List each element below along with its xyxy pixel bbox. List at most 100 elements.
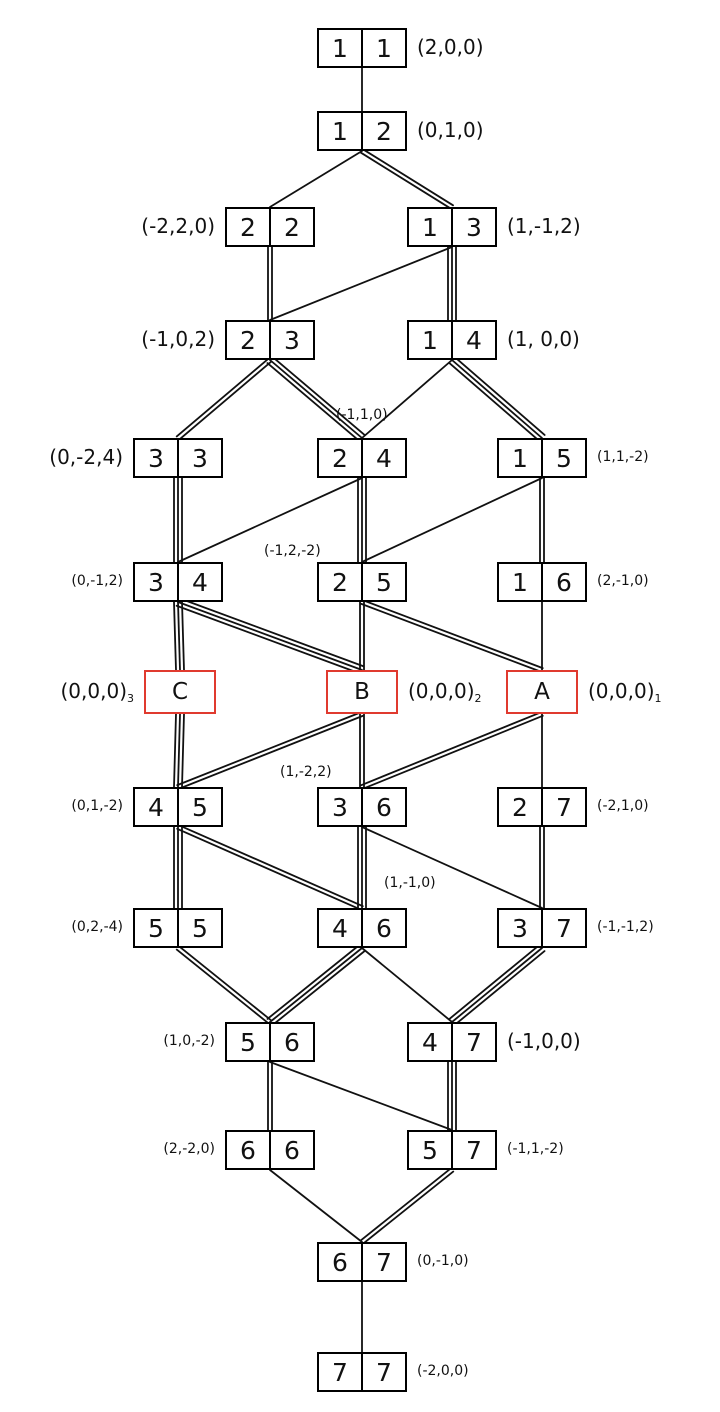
weight-label-text: (-1,2,-2)	[264, 543, 321, 559]
node-cell-b: 7	[451, 1024, 495, 1060]
node-cell-a: 3	[148, 443, 164, 473]
node-cell-b: 5	[177, 910, 221, 946]
edge-n46-n47	[361, 947, 453, 1023]
weight-label-n45: (0,1,-2)	[71, 799, 123, 813]
edge-n34-C	[173, 601, 177, 672]
edge-B-n45	[176, 711, 363, 787]
weight-label-n47: (-1,0,0)	[507, 1031, 581, 1051]
weight-label-text: (2,0,0)	[417, 35, 484, 59]
node-cell-a: 2	[240, 325, 256, 355]
edge-n14-n15	[451, 359, 543, 439]
edge-n15-n25	[361, 477, 543, 563]
weight-label-n15: (1,1,-2)	[597, 450, 649, 464]
node-cell-a: 2	[332, 567, 348, 597]
weight-label-n22: (-2,2,0)	[141, 216, 215, 236]
node-cell-b: 3	[451, 209, 495, 245]
weight-label-text: (0,1,-2)	[71, 798, 123, 814]
weight-label-n77: (-2,0,0)	[417, 1364, 469, 1378]
weight-label-n24: (-1,1,0)	[336, 408, 388, 422]
node-cell-a: 2	[512, 792, 528, 822]
edge-n23-n24	[266, 362, 361, 442]
weight-label-text: (-2,2,0)	[141, 214, 215, 238]
node-cell-a: 1	[422, 325, 438, 355]
weight-label-text: (-1,0,0)	[507, 1029, 581, 1053]
weight-label-n14: (1, 0,0)	[507, 329, 580, 349]
weight-label-n12: (0,1,0)	[417, 120, 484, 140]
edge-n25-A	[360, 602, 543, 673]
weight-label-text: (0,0,0)	[60, 679, 128, 703]
weight-label-B: (0,0,0)2	[408, 681, 482, 704]
weight-label-text: (-1,1,-2)	[507, 1141, 564, 1157]
weight-node-C: C	[144, 670, 216, 714]
edge-A-n36	[360, 711, 543, 787]
edge-n34-B	[175, 604, 362, 675]
node-cell-b: 5	[177, 789, 221, 825]
edge-n45-n46	[176, 827, 363, 911]
weight-label-n25: (-1,2,-2)	[264, 544, 321, 558]
edge-n57-n67	[359, 1167, 452, 1242]
edge-n36-n37	[361, 826, 543, 909]
node-cell-a: 2	[332, 443, 348, 473]
weight-label-text: (2,-1,0)	[597, 573, 649, 589]
node-cell-a: 1	[512, 443, 528, 473]
multiplicity-subscript: 1	[654, 692, 662, 705]
node-cell-b: 7	[451, 1132, 495, 1168]
weight-label-n67: (0,-1,0)	[417, 1254, 469, 1268]
edge-n13-n23	[269, 246, 453, 321]
weight-label-text: (0,1,0)	[417, 118, 484, 142]
edge-n66-n67	[269, 1169, 363, 1243]
weight-label-n36: (1,-2,2)	[280, 765, 332, 779]
edge-n34-C	[181, 600, 185, 671]
edge-n14-n15	[453, 356, 546, 436]
weight-label-n66: (2,-2,0)	[163, 1142, 215, 1156]
edge-n34-C	[177, 601, 181, 671]
weight-label-text: (1,1,-2)	[597, 449, 649, 465]
node-cell-a: 1	[422, 212, 438, 242]
weight-label-text: (0,0,0)	[588, 679, 655, 703]
edge-C-n45	[173, 712, 177, 788]
weight-label-C: (0,0,0)3	[61, 681, 135, 704]
weight-label-n27: (-2,1,0)	[597, 799, 649, 813]
weight-label-n11: (2,0,0)	[417, 37, 484, 57]
weight-label-text: (0,-1,0)	[417, 1253, 469, 1269]
node-cell-b: 3	[177, 440, 221, 476]
edge-n57-n67	[362, 1170, 455, 1245]
edge-n37-n47	[451, 947, 543, 1023]
edge-n37-n47	[448, 944, 541, 1020]
node-cell-b: 7	[361, 1244, 405, 1280]
edge-B-n45	[177, 714, 364, 790]
weight-node-A: A	[506, 670, 578, 714]
weight-label-text: (1,-1,2)	[507, 214, 581, 238]
edge-C-n45	[181, 713, 185, 789]
edge-n14-n24	[361, 359, 453, 439]
node-cell-b: 7	[541, 789, 585, 825]
weight-label-text: (-1,0,2)	[141, 327, 215, 351]
weight-label-n33: (0,-2,4)	[49, 447, 123, 467]
weight-label-n16: (2,-1,0)	[597, 574, 649, 588]
node-cell-a: 5	[148, 913, 164, 943]
weight-label-text: (0,0,0)	[408, 679, 475, 703]
weight-label-text: (2,-2,0)	[163, 1141, 215, 1157]
node-cell-a: 1	[512, 567, 528, 597]
node-cell-b: 6	[541, 564, 585, 600]
node-cell-b: 4	[177, 564, 221, 600]
weight-label-n23: (-1,0,2)	[141, 329, 215, 349]
node-cell-a: 1	[332, 33, 348, 63]
edge-n23-n24	[269, 359, 363, 439]
node-cell-b: 2	[269, 209, 313, 245]
node-cell-b: 6	[361, 789, 405, 825]
weight-label-text: (1, 0,0)	[507, 327, 580, 351]
